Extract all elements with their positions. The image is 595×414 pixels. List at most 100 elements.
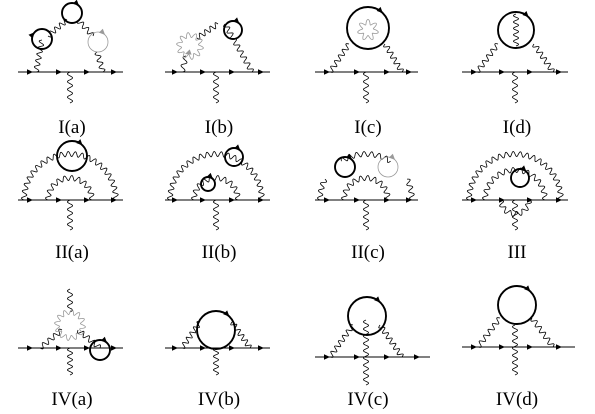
Ib-loop-right [223, 20, 243, 40]
IIc-photon-outer-c [406, 178, 415, 201]
Ib-loop-right-arrow [233, 17, 240, 24]
Id-fermion-arrow-0 [471, 69, 477, 75]
IIb-photon-outer [167, 151, 265, 201]
IIc-fermion-arrow-0 [324, 197, 330, 203]
IIa-loop-arrow [76, 139, 83, 146]
Ib-loop-self-energy [176, 32, 204, 60]
IVd-loop [497, 285, 537, 325]
Ia-loop-top [61, 2, 83, 24]
Ib-fermion-arrow-2 [229, 69, 235, 75]
Ia-fermion-arrow-2 [84, 69, 90, 75]
IVc-fermion-arrow-1 [354, 354, 360, 360]
Id-fermion-arrow-2 [527, 69, 533, 75]
IIa-photon-outer [21, 151, 119, 201]
Id-loop [497, 11, 535, 49]
III-photon-lower [499, 199, 532, 217]
IIa-fermion-arrow-3 [111, 197, 117, 203]
caption-II-a: II(a) [55, 242, 89, 263]
Ia-loop-right-arrow [98, 28, 106, 35]
IVa-loop-faint [54, 309, 86, 341]
IVd-photon-right [530, 317, 555, 348]
Ib-photon-2 [196, 22, 219, 40]
IVd-fermion-arrow-1 [499, 344, 505, 350]
IVa-photon-right [77, 329, 101, 349]
Ib-fermion-arrow-1 [200, 69, 206, 75]
Id-photon-left [476, 43, 499, 73]
Ia-loop-left-arrow [28, 32, 35, 39]
caption-IV-a: IV(a) [51, 389, 93, 410]
IIb-fermion-arrow-0 [172, 197, 178, 203]
Ic-photon-left [329, 43, 350, 73]
IIc-external-photon [363, 199, 369, 231]
IVb-photon-left [181, 321, 201, 349]
caption-IV-c: IV(c) [347, 389, 389, 410]
Ib-fermion-arrow-0 [172, 69, 178, 75]
Ia-loop-right [87, 31, 109, 53]
IVd-external-photon [512, 324, 518, 376]
III-fermion-arrow-3 [556, 197, 562, 203]
Ib-photon-1 [180, 55, 188, 73]
IIc-photon-outer-a [317, 178, 328, 201]
Ib-fermion-arrow-3 [258, 69, 264, 75]
III-loop [510, 168, 530, 188]
IVa-fermion-arrow-3 [111, 345, 117, 351]
IIb-fermion-arrow-2 [229, 197, 235, 203]
Ic-fermion-arrow-0 [324, 69, 330, 75]
IIb-loop-right [224, 147, 244, 167]
caption-II-c: II(c) [351, 242, 385, 263]
IIb-external-photon [213, 199, 219, 231]
IVc-fermion-arrow-3 [414, 354, 420, 360]
IIa-loop [56, 140, 88, 172]
IVa-loop-right [89, 339, 111, 361]
Ia-fermion-arrow-0 [27, 69, 33, 75]
IVc-external-photon [363, 319, 369, 386]
III-external-photon [512, 199, 518, 231]
IIb-loop-right-arrow [234, 144, 241, 151]
III-photon-middle [482, 167, 548, 201]
Id-loop-arrow [522, 11, 529, 18]
III-fermion-arrow-1 [499, 197, 505, 203]
Ib-external-photon [213, 71, 219, 104]
IVd-loop-arrow [524, 285, 531, 292]
III-fermion-arrow-2 [527, 197, 533, 203]
IVa-fermion-arrow-1 [56, 345, 62, 351]
IIa-external-photon [67, 199, 73, 231]
IIa-photon-inner [45, 175, 95, 201]
IIa-fermion-arrow-0 [27, 197, 33, 203]
IVc-photon-right [378, 324, 404, 358]
IIa-fermion-arrow-2 [84, 197, 90, 203]
IVb-fermion-arrow-1 [200, 345, 206, 351]
Ia-external-photon [67, 71, 73, 104]
IIb-fermion-arrow-3 [258, 197, 264, 203]
IVb-fermion-arrow-3 [258, 345, 264, 351]
Ia-fermion-arrow-1 [56, 69, 62, 75]
IVb-photon-right [230, 321, 252, 349]
Ic-loop-inner [357, 19, 379, 41]
caption-I-b: I(b) [204, 117, 234, 138]
IIb-photon-inner [191, 175, 241, 201]
Ia-photon-1 [33, 39, 45, 73]
IVb-loop [196, 310, 236, 350]
Id-inner-photon [513, 13, 519, 47]
Ic-photon-right [383, 43, 404, 73]
Ia-loop-top-arrow [72, 0, 80, 6]
IVa-fermion-arrow-0 [27, 345, 33, 351]
III-photon-outer [466, 151, 564, 201]
Ic-fermion-arrow-1 [354, 69, 360, 75]
IVa-fermion-arrow-2 [84, 345, 90, 351]
IVc-loop [347, 296, 387, 336]
IVb-external-photon [213, 347, 219, 376]
IIc-photon-inner [341, 175, 391, 201]
Ia-fermion-arrow-3 [111, 69, 117, 75]
IIc-fermion-arrow-3 [406, 197, 412, 203]
caption-IV-d: IV(d) [495, 389, 539, 410]
caption-I-a: I(a) [58, 117, 86, 138]
Ic-loop-outer-arrow [376, 6, 383, 14]
IVb-loop-arrow [223, 310, 230, 317]
Ib-photon-3 [223, 23, 254, 73]
caption-I-d: I(d) [502, 117, 532, 138]
Ic-fermion-arrow-3 [406, 69, 412, 75]
IVc-loop-arrow [374, 296, 381, 303]
IVd-fermion-arrow-3 [556, 344, 562, 350]
